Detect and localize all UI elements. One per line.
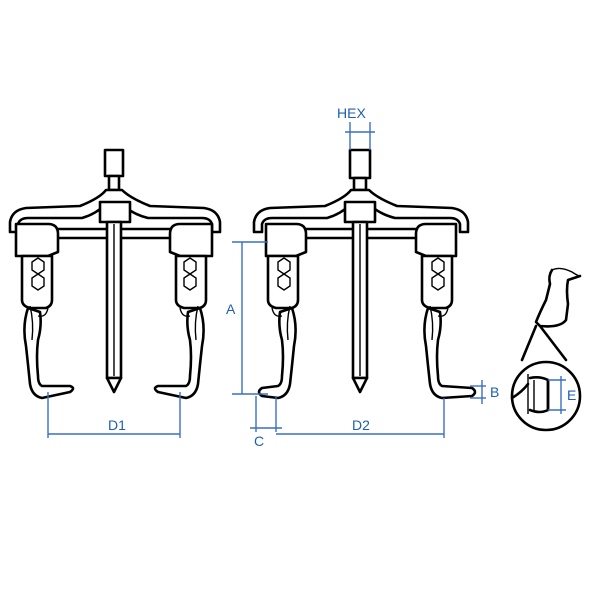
a-dimension: A [226, 241, 268, 395]
hex-dimension: HEX [337, 105, 375, 150]
right-crossbar [252, 188, 470, 234]
jaw-tip-sketch [534, 268, 582, 328]
jaw-tip-detail: E [510, 267, 582, 432]
e-dimension: E [548, 376, 576, 414]
a-label: A [226, 301, 236, 317]
c-label: C [254, 433, 264, 449]
left-jaw-right [153, 222, 214, 400]
b-dimension: B [470, 380, 499, 404]
d2-dimension: D2 [276, 398, 445, 438]
left-puller: D1 [8, 148, 222, 438]
right-jaw-left [257, 222, 308, 400]
d1-label: D1 [108, 417, 126, 433]
d2-label: D2 [352, 417, 370, 433]
right-puller: HEX A C D2 B [226, 105, 499, 449]
c-dimension: C [250, 396, 282, 449]
e-label: E [567, 387, 576, 403]
d1-dimension: D1 [47, 392, 181, 438]
b-label: B [490, 384, 499, 400]
hex-label: HEX [337, 105, 366, 121]
left-jaw-left [14, 222, 75, 400]
detail-circle [510, 360, 582, 432]
left-hex-nut [103, 148, 125, 178]
right-jaw-right [414, 222, 477, 400]
right-hex-nut [348, 148, 372, 180]
